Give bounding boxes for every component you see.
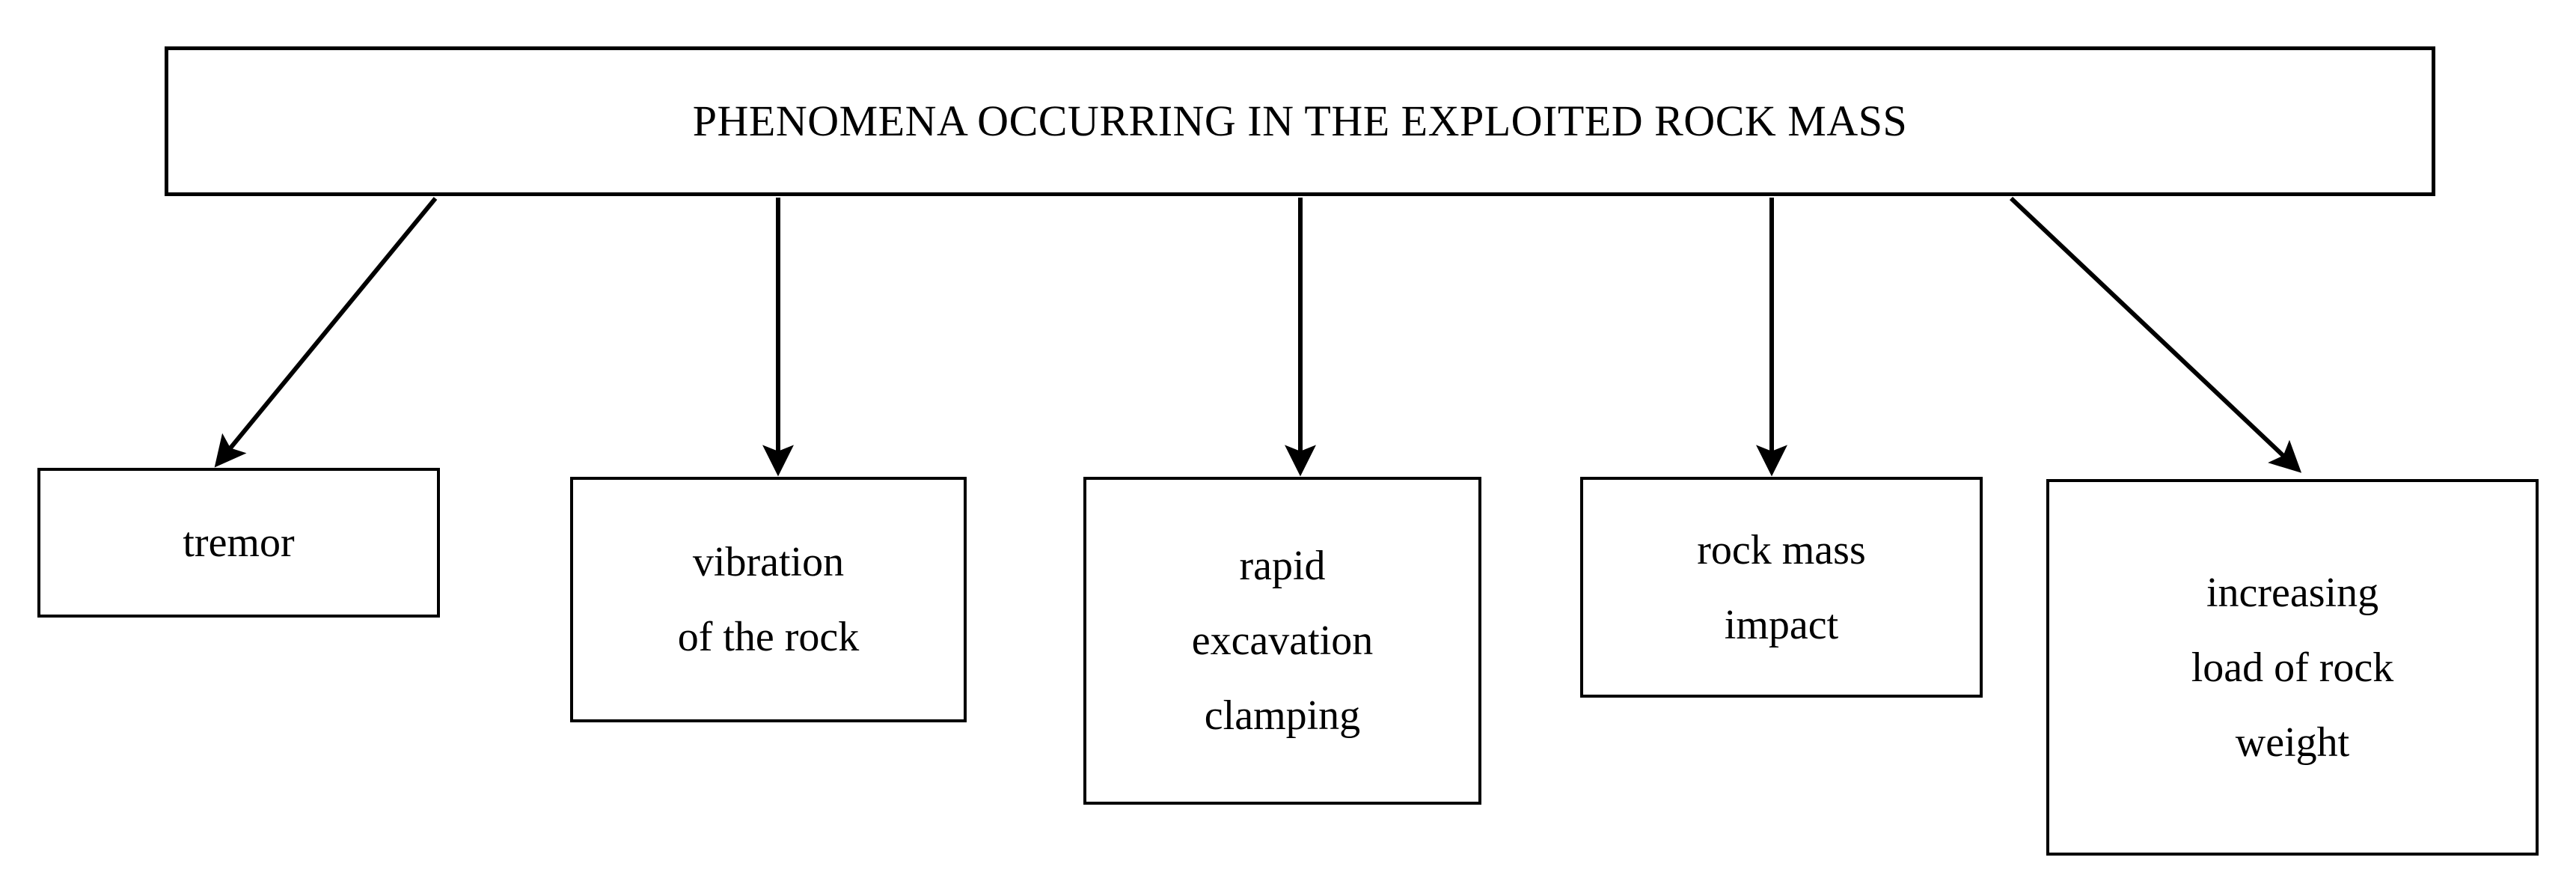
leaf-node-rock-mass-impact[interactable]: rock mass impact [1580, 477, 1983, 698]
connector-root-to-tremor [214, 197, 438, 468]
leaf-node-rapid-clamping-line-2: excavation [1191, 618, 1374, 664]
leaf-node-rock-mass-impact-line-2: impact [1724, 601, 1839, 648]
leaf-node-increasing-load-of-rock-weight[interactable]: increasing load of rock weight [2046, 479, 2539, 856]
leaf-node-increasing-load-line-2: load of rock [2191, 644, 2394, 691]
root-node-label: PHENOMENA OCCURRING IN THE EXPLOITED ROC… [692, 97, 1908, 146]
root-node-phenomena[interactable]: PHENOMENA OCCURRING IN THE EXPLOITED ROC… [165, 46, 2435, 196]
leaf-node-vibration-line-1: vibration [692, 539, 845, 585]
leaf-node-increasing-load-line-3: weight [2235, 719, 2350, 766]
leaf-node-tremor[interactable]: tremor [37, 468, 440, 618]
leaf-node-rapid-clamping-line-1: rapid [1239, 543, 1326, 589]
leaf-node-tremor-line-1: tremor [183, 519, 295, 566]
leaf-node-rapid-clamping-line-3: clamping [1204, 692, 1361, 739]
leaf-node-vibration-line-2: of the rock [677, 614, 860, 660]
leaf-node-increasing-load-line-1: increasing [2206, 569, 2379, 616]
connector-root-to-increasing-load [2009, 196, 2302, 473]
leaf-node-vibration-of-rock[interactable]: vibration of the rock [570, 477, 967, 722]
leaf-node-rapid-excavation-clamping[interactable]: rapid excavation clamping [1083, 477, 1481, 805]
leaf-node-rock-mass-impact-line-1: rock mass [1697, 526, 1866, 573]
